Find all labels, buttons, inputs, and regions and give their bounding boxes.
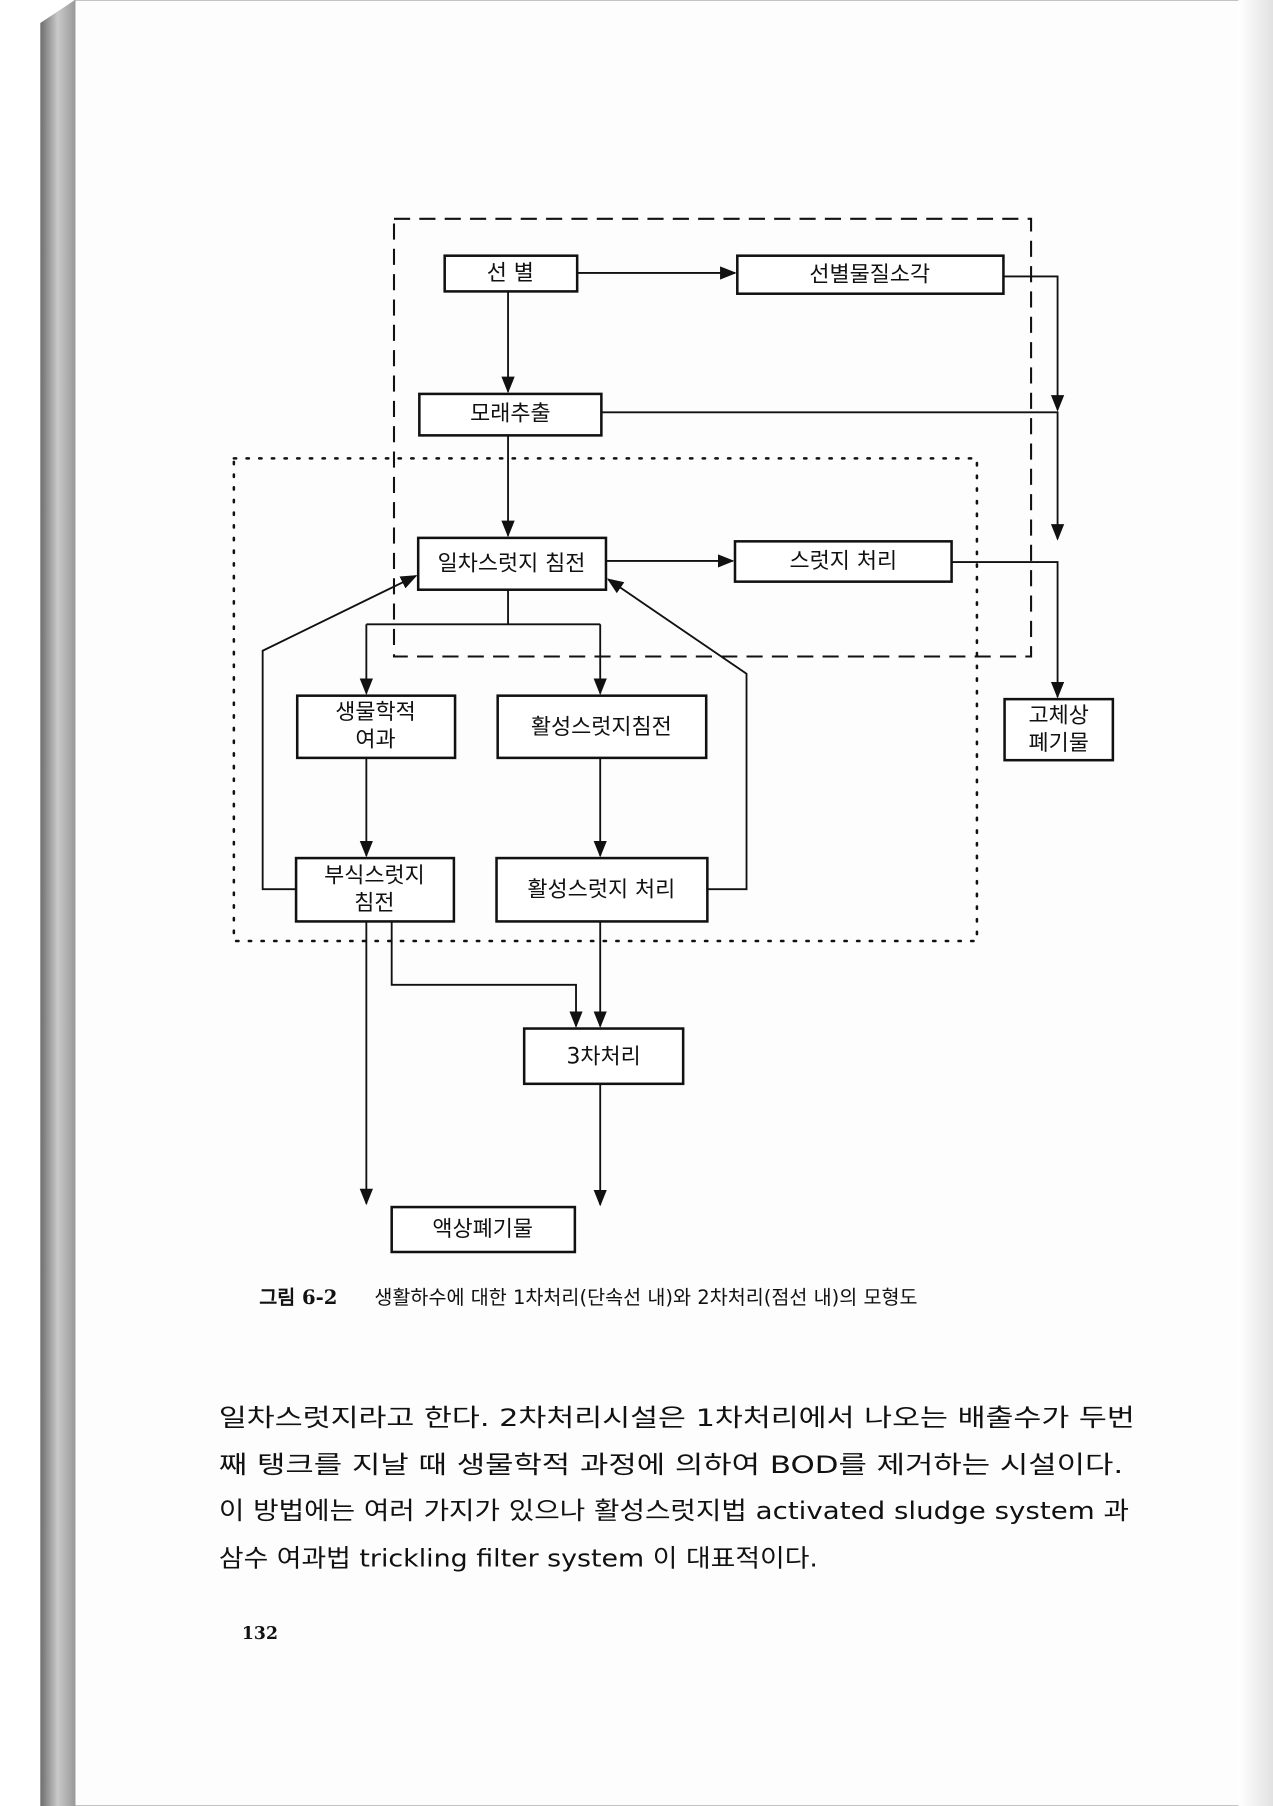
box-screened-incineration: 선별물질소각 — [736, 254, 1005, 295]
box-solid-waste: 고체상 폐기물 — [1003, 697, 1115, 762]
box-label: 선 별 — [487, 261, 534, 286]
box-label: 고체상 — [1029, 703, 1089, 728]
box-label: 선별물질소각 — [809, 262, 930, 287]
figure-caption-text: 생활하수에 대한 1차처리(단속선 내)와 2차처리(점선 내)의 모형도 — [374, 1286, 917, 1309]
box-label: 3차처리 — [567, 1044, 641, 1069]
body-text: 일차스럿지라고 한다. 2차처리시설은 1차처리에서 나오는 배출수가 두번 째… — [219, 1404, 1135, 1573]
book-spine — [40, 0, 75, 1806]
box-sludge-treatment: 스럿지 처리 — [733, 540, 953, 583]
paragraph-line: 째 탱크를 지날 때 생물학적 과정에 의하여 BOD를 제거하는 시설이다. — [219, 1451, 1123, 1479]
box-label: 여과 — [355, 728, 395, 753]
page-number: 132 — [242, 1624, 278, 1644]
box-primary-sludge-settling: 일차스럿지 침전 — [416, 536, 608, 591]
flow-arrows — [261, 266, 1065, 1207]
box-biological-filter: 생물학적 여과 — [295, 694, 457, 760]
box-label: 생물학적 — [335, 700, 416, 725]
box-liquid-waste: 액상폐기물 — [390, 1205, 577, 1254]
box-label: 스럿지 처리 — [789, 549, 897, 574]
paragraph-line: 일차스럿지라고 한다. 2차처리시설은 1차처리에서 나오는 배출수가 두번 — [219, 1404, 1135, 1432]
box-label: 모래추출 — [470, 402, 551, 427]
page-edge — [1238, 0, 1273, 1806]
primary-treatment-boundary — [392, 217, 1033, 658]
figure-label: 그림 6-2 — [259, 1286, 337, 1309]
figure-caption: 그림 6-2 생활하수에 대한 1차처리(단속선 내)와 2차처리(점선 내)의… — [259, 1286, 917, 1309]
paragraph-line: 삼수 여과법 trickling filter system 이 대표적이다. — [219, 1544, 818, 1572]
box-label: 침전 — [354, 891, 394, 916]
box-screening: 선 별 — [443, 254, 579, 293]
box-label: 액상폐기물 — [432, 1217, 533, 1242]
paragraph-line: 이 방법에는 여러 가지가 있으나 활성스럿지법 activated sludg… — [219, 1497, 1129, 1525]
box-label: 부식스럿지 — [324, 864, 425, 889]
box-activated-sludge-treatment: 활성스럿지 처리 — [495, 856, 709, 923]
box-label: 활성스럿지침전 — [531, 715, 672, 740]
box-activated-sludge-settling: 활성스럿지침전 — [496, 694, 708, 760]
box-label: 활성스럿지 처리 — [527, 877, 675, 902]
box-label: 일차스럿지 침전 — [438, 551, 586, 576]
flow-diagram: 선 별 선별물질소각 모래추출 일차스럿지 침전 스럿지 처리 생물학적 여과 … — [232, 217, 1115, 1254]
box-tertiary-treatment: 3차처리 — [522, 1027, 685, 1086]
box-label: 폐기물 — [1029, 731, 1089, 756]
box-grit-removal: 모래추출 — [418, 392, 603, 437]
box-humus-sludge-settling: 부식스럿지 침전 — [294, 856, 456, 923]
secondary-treatment-boundary — [232, 457, 979, 943]
